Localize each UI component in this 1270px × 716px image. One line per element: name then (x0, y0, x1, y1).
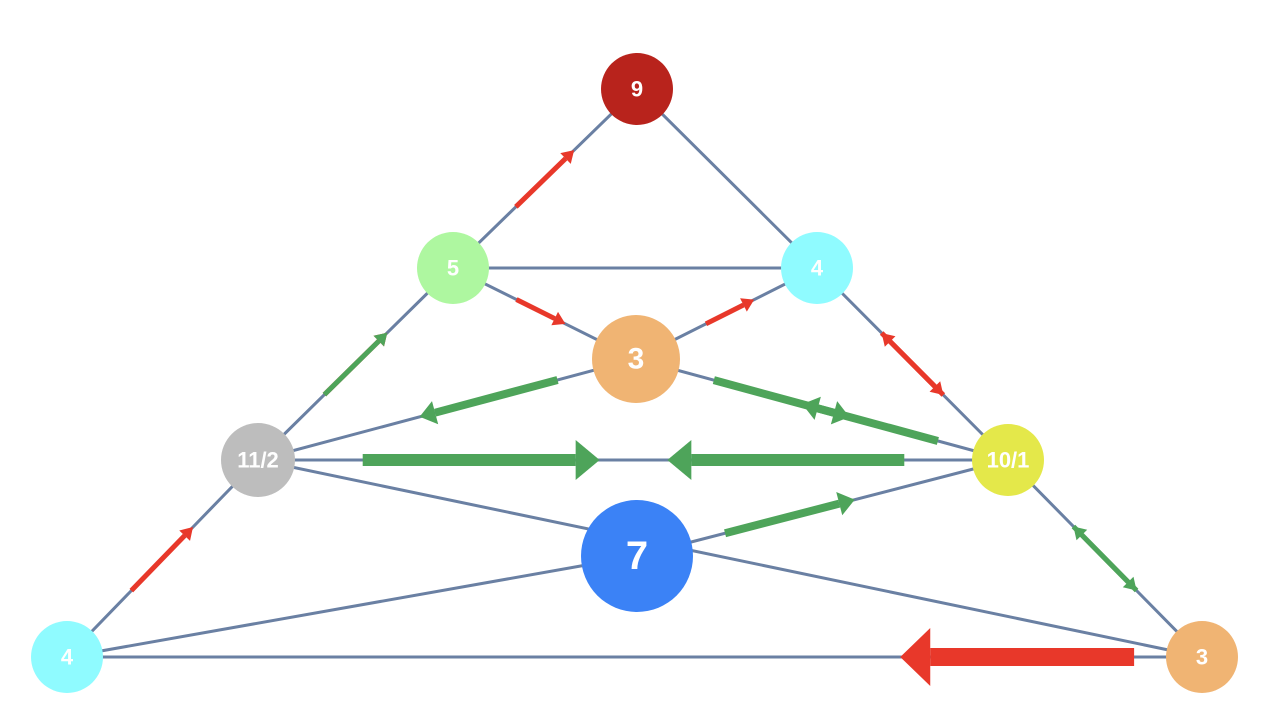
flows-layer (129, 150, 1139, 686)
node-n7: 7 (581, 500, 693, 612)
flow-arrow-n3_bot-n4_bot (900, 628, 1135, 686)
flow-arrow-n5-n3_mid (515, 297, 566, 326)
flow-arrowhead (667, 440, 692, 480)
node-circle (581, 500, 693, 612)
node-label: 5 (447, 256, 459, 281)
flow-arrow-n3_mid-n10_1 (712, 376, 850, 425)
edge-n11_2-n3_bot (256, 458, 1204, 659)
flow-arrow-n5-n9 (514, 150, 575, 209)
flow-shaft (888, 339, 946, 397)
node-label: 7 (626, 534, 648, 578)
node-n5: 5 (417, 232, 489, 304)
flow-arrowhead (551, 311, 566, 326)
node-circle (972, 424, 1044, 496)
flow-shaft (1080, 533, 1139, 593)
flow-arrowhead (419, 401, 439, 425)
flow-arrowhead (836, 492, 855, 516)
flow-shaft (704, 302, 745, 327)
flow-arrow-n11_2-n10_1 (362, 440, 600, 480)
flow-shaft (515, 297, 556, 321)
edge-n4_bot-n7 (65, 554, 639, 659)
node-circle (592, 315, 680, 403)
flow-arrow-n7-n10_1 (724, 492, 855, 538)
node-label: 3 (1196, 645, 1208, 670)
flow-arrowhead (881, 332, 896, 347)
node-circle (781, 232, 853, 304)
flow-arrow-n10_1-n3_mid (802, 396, 939, 445)
flow-arrow-n3_mid-n11_2 (419, 376, 559, 425)
node-circle (31, 621, 103, 693)
node-circle (1166, 621, 1238, 693)
node-label: 9 (631, 77, 643, 102)
flow-arrow-n10_1-n4_top (881, 332, 946, 397)
flow-shaft (724, 499, 841, 538)
flow-arrow-n11_2-n5 (322, 332, 388, 397)
flow-arrowhead (1073, 526, 1088, 541)
flow-shaft (129, 533, 187, 593)
node-n10_1: 10/1 (972, 424, 1044, 496)
node-n4_bot: 4 (31, 621, 103, 693)
flow-shaft (322, 339, 381, 397)
edge-n9-n4_top (635, 87, 819, 270)
node-n9: 9 (601, 53, 673, 125)
flow-shaft (514, 156, 568, 209)
node-circle (417, 232, 489, 304)
node-label: 11/2 (237, 448, 279, 473)
nodes-layer: 9 5 4 3 11/2 10/1 7 4 3 (31, 53, 1238, 693)
flow-arrowhead (802, 396, 821, 420)
flow-arrowhead (740, 298, 755, 312)
flow-arrow-n3_mid-n4_top (704, 298, 755, 327)
flow-arrow-n10_1-n11_2 (667, 440, 905, 480)
flow-arrowhead (575, 440, 600, 480)
node-n4_top: 4 (781, 232, 853, 304)
flow-arrowhead (560, 150, 575, 164)
flow-arrow-n4_bot-n11_2 (129, 527, 193, 593)
flow-arrow-n3_bot-n10_1 (1073, 526, 1139, 593)
node-circle (221, 423, 295, 497)
flow-arrowhead (179, 527, 193, 541)
node-n11_2: 11/2 (221, 423, 295, 497)
node-label: 10/1 (987, 448, 1030, 473)
node-label: 4 (61, 645, 74, 670)
node-n3_bot: 3 (1166, 621, 1238, 693)
node-circle (601, 53, 673, 125)
node-label: 4 (811, 256, 824, 281)
flow-shaft (816, 404, 939, 445)
flow-arrowhead (900, 628, 931, 686)
node-n3_mid: 3 (592, 315, 680, 403)
flow-arrowhead (373, 332, 388, 347)
flow-shaft (434, 376, 559, 417)
node-label: 3 (628, 343, 645, 376)
